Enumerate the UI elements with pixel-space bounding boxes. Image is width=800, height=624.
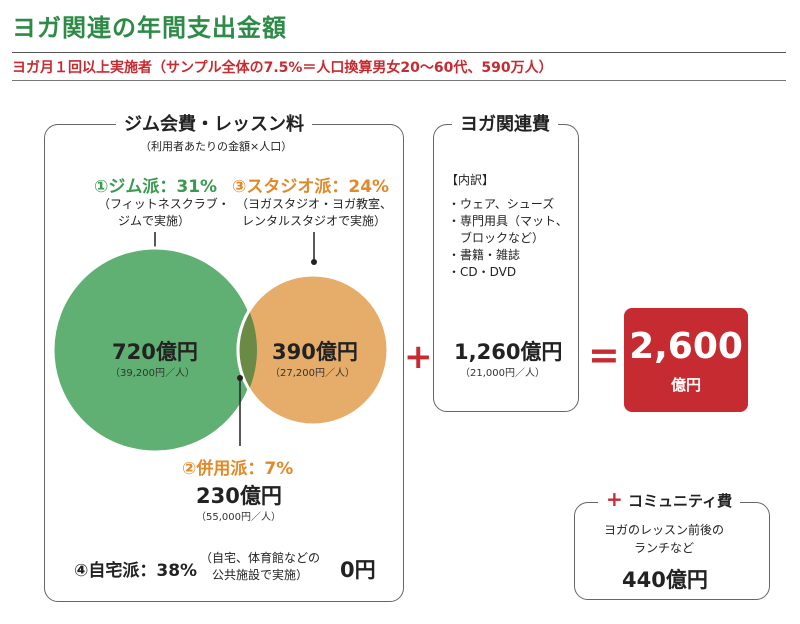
home-amount: 0円 bbox=[340, 558, 376, 582]
total-box: 2,600 億円 bbox=[624, 308, 748, 412]
community-title: コミュニティ費 bbox=[628, 492, 733, 510]
breakdown-list: ・ウェア、シューズ ・専門用具（マット、 ブロックなど） ・書籍・雑誌 ・CD・… bbox=[448, 196, 568, 281]
gym-per-person: （39,200円／人） bbox=[110, 368, 195, 379]
equals-sign: = bbox=[588, 333, 620, 377]
studio-group-desc-1: （ヨガスタジオ・ヨガ教室、 bbox=[236, 197, 393, 211]
subtitle-divider bbox=[12, 80, 786, 81]
breakdown-item: ・ウェア、シューズ bbox=[448, 197, 555, 211]
home-group-label: ④自宅派：38% bbox=[74, 561, 198, 581]
gym-amount: 720億円 bbox=[112, 340, 198, 364]
gym-panel-title: ジム会費・レッスン料 bbox=[116, 110, 312, 136]
studio-group-label: ③スタジオ派：24% bbox=[232, 177, 390, 197]
page-subtitle: ヨガ月１回以上実施者（サンプル全体の7.5%＝人口換算男女20〜60代、590万… bbox=[12, 60, 553, 76]
gym-group-label: ①ジム派：31% bbox=[94, 177, 218, 197]
total-amount: 2,600 bbox=[629, 326, 743, 367]
breakdown-item: ・CD・DVD bbox=[448, 265, 517, 279]
community-panel-title: + コミュニティ費 bbox=[598, 487, 741, 511]
breakdown-item: ・書籍・雑誌 bbox=[448, 248, 521, 262]
plus-sign: + bbox=[404, 337, 433, 377]
community-plus-sign: + bbox=[606, 487, 623, 511]
both-per-person: （55,000円／人） bbox=[196, 512, 281, 523]
gym-group-desc-1: （フィットネスクラブ・ bbox=[98, 197, 230, 211]
community-desc-2: ランチなど bbox=[634, 541, 695, 555]
home-group-desc-2: 公共施設で実施） bbox=[212, 568, 309, 582]
studio-per-person: （27,200円／人） bbox=[270, 368, 355, 379]
breakdown-item: ブロックなど） bbox=[448, 231, 545, 245]
studio-group-desc-2: レンタルスタジオで実施） bbox=[242, 214, 387, 228]
total-unit: 億円 bbox=[670, 376, 701, 394]
page-title: ヨガ関連の年間支出金額 bbox=[12, 14, 287, 42]
studio-amount: 390億円 bbox=[272, 340, 358, 364]
both-amount: 230億円 bbox=[196, 484, 282, 508]
community-desc-1: ヨガのレッスン前後の bbox=[604, 523, 725, 537]
yoga-per-person: （21,000円／人） bbox=[460, 368, 545, 379]
breakdown-item: ・専門用具（マット、 bbox=[448, 214, 568, 228]
gym-panel-subtitle: （利用者あたりの金額×人口） bbox=[140, 140, 293, 153]
yoga-panel-title: ヨガ関連費 bbox=[452, 110, 558, 136]
both-group-label: ②併用派：7% bbox=[182, 459, 294, 479]
community-amount: 440億円 bbox=[622, 568, 708, 592]
yoga-amount: 1,260億円 bbox=[454, 340, 563, 364]
title-divider bbox=[12, 52, 786, 53]
yoga-related-panel bbox=[433, 124, 579, 412]
home-group-desc-1: （自宅、体育館などの bbox=[200, 551, 321, 565]
gym-group-desc-2: ジムで実施） bbox=[118, 214, 191, 228]
breakdown-label: 【内訳】 bbox=[446, 173, 495, 187]
